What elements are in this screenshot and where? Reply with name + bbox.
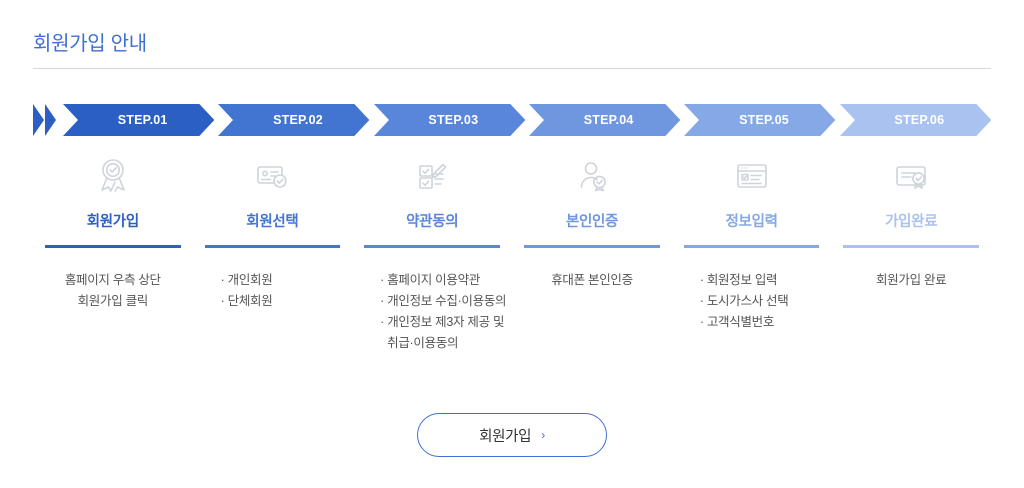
form-window-icon <box>730 152 774 200</box>
step-badge-label: STEP.02 <box>273 113 323 127</box>
step-underline-3 <box>364 245 501 248</box>
description-line: · 단체회원 <box>220 294 273 308</box>
user-verified-icon <box>570 152 614 200</box>
description-line: · 회원정보 입력 <box>699 273 778 287</box>
step-badge-6[interactable]: STEP.06 <box>839 104 991 136</box>
step-badge-1[interactable]: STEP.01 <box>63 104 215 136</box>
step-arrow-shape <box>684 104 836 136</box>
description-line: 취급·이용동의 <box>387 336 459 350</box>
signup-button[interactable]: 회원가입 › <box>417 413 607 457</box>
step-badge-label: STEP.01 <box>117 113 168 127</box>
description-line: 회원가입 완료 <box>875 273 947 287</box>
certificate-seal-icon <box>889 152 933 200</box>
step-badge-4[interactable]: STEP.04 <box>529 104 681 136</box>
page-title: 회원가입 안내 <box>33 33 147 56</box>
description-line: 휴대폰 본인인증 <box>551 273 633 287</box>
description-line: · 고객식별번호 <box>699 315 775 329</box>
description-line: · 홈페이지 이용약관 <box>380 273 480 287</box>
step-underline-4 <box>524 245 660 248</box>
step-badge-label: STEP.03 <box>428 113 479 127</box>
step-description-3: · 홈페이지 이용약관 · 개인정보 수집·이용동의 · 개인정보 제3자 제공 및… <box>358 270 506 354</box>
step-description-6: 회원가입 완료 <box>837 270 985 291</box>
step-badge-3[interactable]: STEP.03 <box>373 104 525 136</box>
step-column-3: 약관동의 · 홈페이지 이용약관 · 개인정보 수집·이용동의 · 개인정보 제3자 … <box>352 150 512 390</box>
step-arrow-shape <box>839 104 991 136</box>
step-description-2: · 개인회원 · 단체회원 <box>199 270 347 312</box>
step-underline-6 <box>843 245 979 248</box>
step-progress-bar: STEP.01 STEP.02 STEP.03 STEP.04 STEP.05 STEP.… <box>33 104 991 136</box>
step-column-5: 정보입력 · 회원정보 입력 · 도시가스사 선택 · 고객식별번호 <box>672 150 832 390</box>
step-underline-2 <box>204 245 341 248</box>
step-badge-5[interactable]: STEP.05 <box>684 104 836 136</box>
step-arrow-shape <box>373 104 525 136</box>
description-line: 홈페이지 우측 상단 <box>64 273 161 287</box>
step-arrow-shape <box>529 104 681 136</box>
leading-chevrons-icon <box>33 104 59 136</box>
step-column-2: 회원선택 · 개인회원 · 단체회원 <box>193 150 353 390</box>
description-line: · 개인정보 수집·이용동의 <box>380 294 507 308</box>
step-badge-label: STEP.06 <box>894 113 945 127</box>
step-name-4: 본인인증 <box>565 214 619 230</box>
signup-button-label: 회원가입 <box>479 428 532 445</box>
description-line: · 개인정보 제3자 제공 및 <box>380 315 505 329</box>
award-ribbon-check-icon <box>91 152 135 200</box>
description-line: · 개인회원 <box>220 273 273 287</box>
step-underline-1 <box>45 245 181 248</box>
step-arrow-shape <box>218 104 370 136</box>
step-name-5: 정보입력 <box>725 214 778 230</box>
step-badge-2[interactable]: STEP.02 <box>218 104 370 136</box>
step-badge-label: STEP.04 <box>583 113 634 127</box>
id-card-check-icon <box>250 152 294 200</box>
step-name-2: 회원선택 <box>246 214 299 230</box>
step-underline-5 <box>683 245 820 248</box>
step-name-1: 회원가입 <box>86 214 139 230</box>
step-description-5: · 회원정보 입력 · 도시가스사 선택 · 고객식별번호 <box>678 270 826 333</box>
step-name-6: 가입완료 <box>885 214 938 230</box>
description-line: 회원가입 클릭 <box>77 294 149 308</box>
step-badge-label: STEP.05 <box>739 113 789 127</box>
description-line: · 도시가스사 선택 <box>699 294 789 308</box>
step-name-3: 약관동의 <box>406 214 459 230</box>
step-description-4: 휴대폰 본인인증 <box>518 270 666 291</box>
title-divider <box>33 68 991 69</box>
chevron-right-icon: › <box>541 428 545 442</box>
step-arrow-shape <box>63 104 215 136</box>
cta-container: 회원가입 › <box>0 413 1024 457</box>
checklist-pen-icon <box>410 152 454 200</box>
